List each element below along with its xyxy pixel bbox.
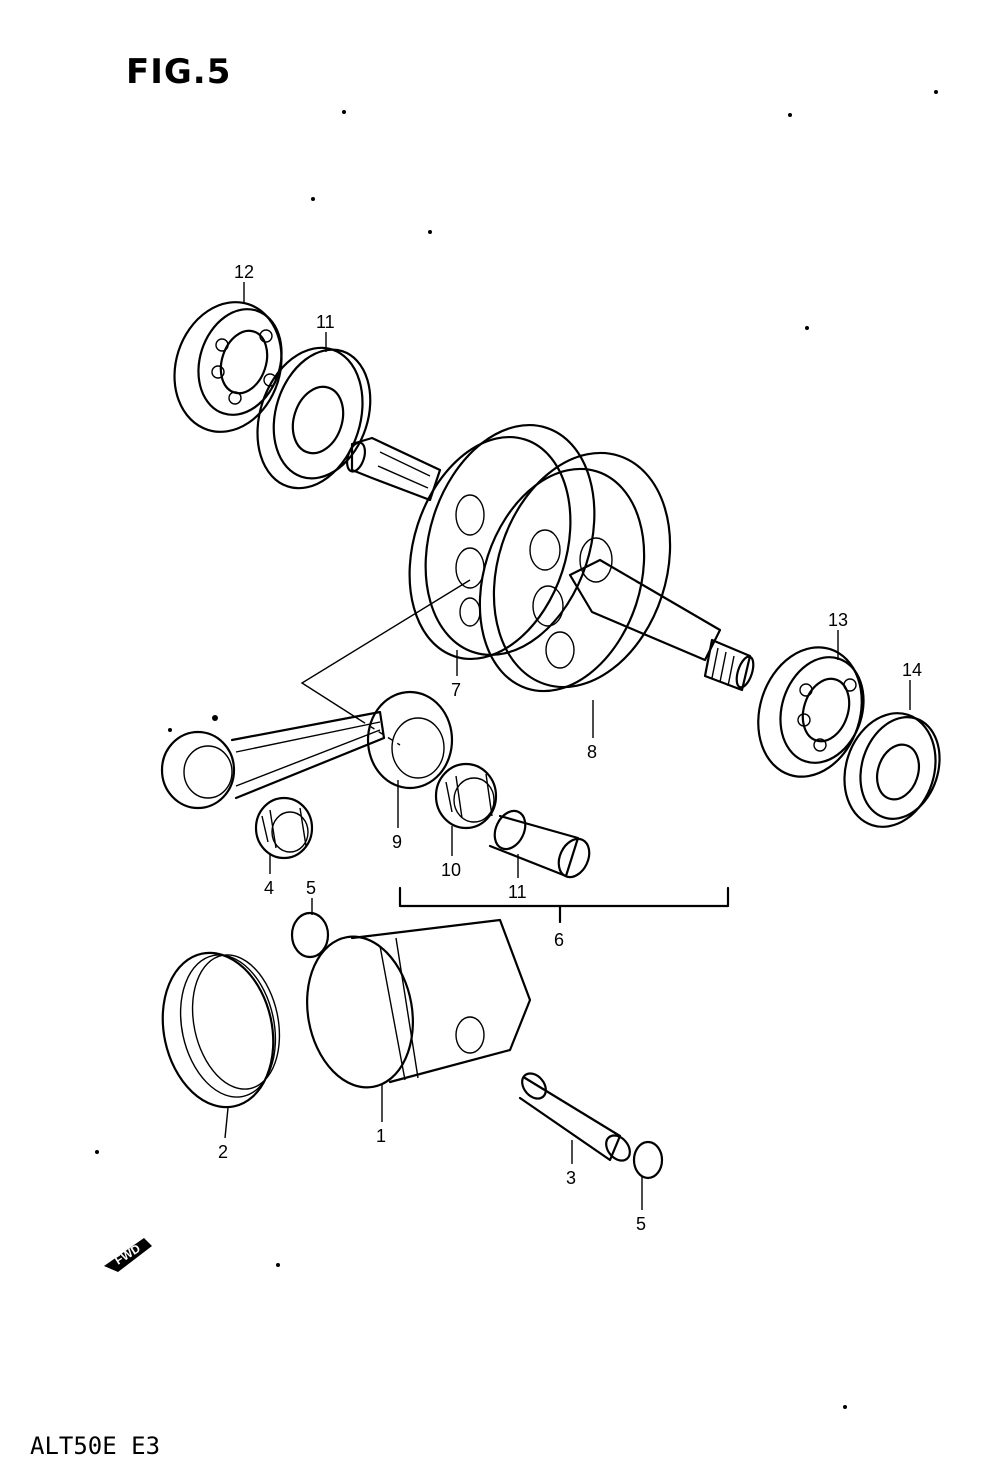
- connecting-rod[interactable]: [160, 690, 454, 810]
- callout-11: 11: [508, 882, 527, 902]
- callout-12: 11: [316, 312, 335, 332]
- callout-5b: 5: [636, 1214, 646, 1234]
- callout-labels: 12 11 13 14 7 8 9 10 11 4 5 6 1 2 3 5: [218, 262, 922, 1234]
- callout-9: 9: [392, 832, 402, 852]
- callout-8: 8: [587, 742, 597, 762]
- callout-13b: 13: [828, 610, 848, 630]
- leader-lines: [224, 282, 911, 1210]
- fwd-arrow-icon: FWD: [104, 1238, 152, 1272]
- callout-3: 3: [566, 1168, 576, 1188]
- oil-seal-right[interactable]: [830, 701, 952, 839]
- crank-shaft-left[interactable]: [344, 436, 442, 502]
- callout-2: 2: [218, 1142, 228, 1162]
- callout-13a: 12: [234, 262, 254, 282]
- piston-pin[interactable]: [517, 1069, 634, 1165]
- model-code: ALT50E E3: [30, 1432, 161, 1460]
- needle-bearing-small-end[interactable]: [254, 796, 314, 860]
- circlip-lower[interactable]: [632, 1140, 664, 1180]
- callout-6: 6: [554, 930, 564, 950]
- oil-seal-upper[interactable]: [240, 334, 386, 502]
- crank-web-left[interactable]: [382, 403, 622, 680]
- assembly-bracket: [398, 886, 730, 924]
- crank-pin[interactable]: [488, 806, 595, 882]
- circlip-upper[interactable]: [290, 911, 330, 959]
- callout-5a: 5: [306, 878, 316, 898]
- bearing-right[interactable]: [742, 634, 878, 790]
- piston-ring[interactable]: [149, 942, 291, 1117]
- assembly-link: [300, 579, 471, 746]
- callout-4: 4: [264, 878, 274, 898]
- callout-14: 14: [902, 660, 922, 680]
- piston[interactable]: [296, 918, 532, 1096]
- bearing-upper-left[interactable]: [158, 288, 298, 446]
- needle-bearing-big-end[interactable]: [434, 762, 498, 830]
- print-specks: [95, 90, 938, 1409]
- crank-shaft-right[interactable]: [568, 558, 757, 692]
- callout-1: 1: [376, 1126, 386, 1146]
- callout-10: 10: [441, 860, 461, 880]
- callout-7: 7: [451, 680, 461, 700]
- figure-title: FIG.5: [126, 52, 232, 92]
